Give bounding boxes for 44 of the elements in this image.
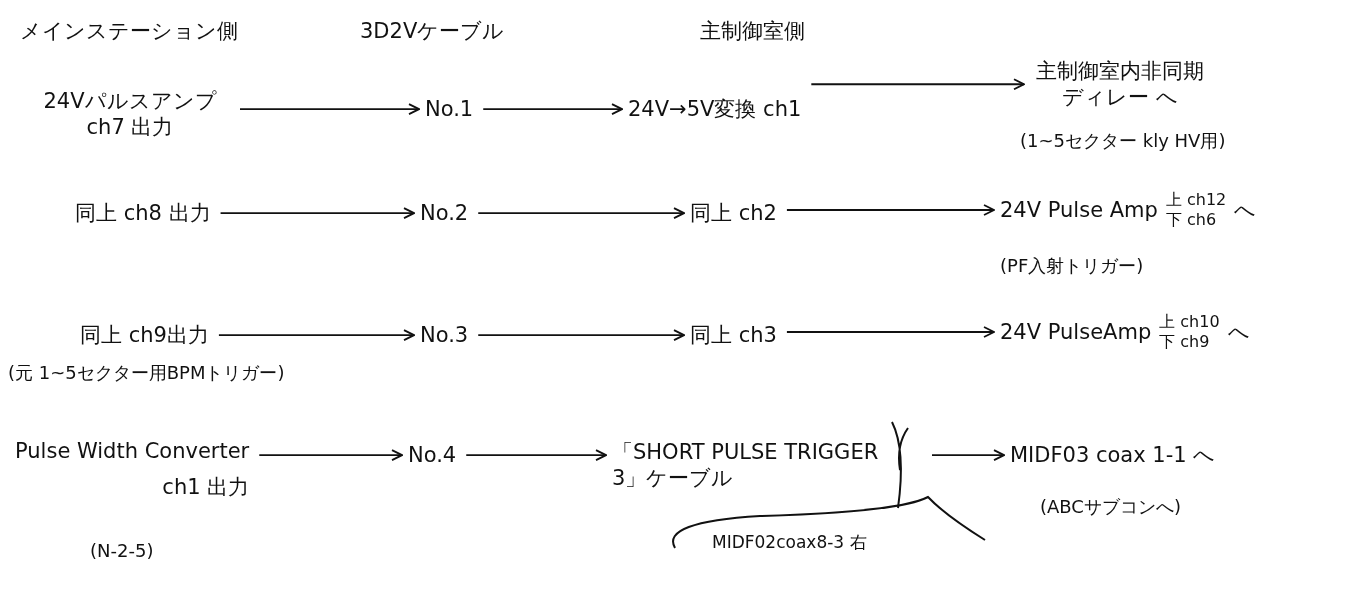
handwritten-note: 主制御室内非同期ディレー へ [1035, 58, 1205, 111]
handwritten-note: No.3 [420, 322, 469, 349]
handwritten-note: 同上 ch9出力 [80, 322, 209, 349]
handwritten-note: 24V→5V変換 ch1 [628, 96, 802, 123]
handwritten-note: 同上 ch2 [690, 200, 777, 227]
arrow [482, 103, 623, 116]
arrow [786, 204, 995, 216]
handwritten-note: 同上 ch8 出力 [75, 200, 211, 227]
arrow [258, 449, 403, 462]
arrow [465, 449, 607, 462]
bracket-label: MIDF02coax8-3 右 [712, 532, 867, 554]
arrow [477, 329, 685, 342]
handwritten-note: No.2 [420, 200, 469, 227]
handwritten-note: 「SHORT PULSE TRIGGER 3」ケーブル [612, 438, 880, 492]
side-note: (1~5セクター kly HV用) [1020, 130, 1226, 153]
side-note: (元 1~5セクター用BPMトリガー) [8, 362, 285, 385]
arrow [218, 329, 415, 342]
handwritten-note: ch1 出力 [162, 474, 250, 501]
handwritten-note: へ [1234, 196, 1257, 224]
arrow [219, 207, 415, 220]
handwritten-note: 上 ch12 [1165, 190, 1227, 210]
arrow [786, 326, 995, 338]
handwritten-note: 24V PulseAmp [1000, 318, 1152, 346]
arrow [931, 449, 1005, 462]
handwritten-note: Pulse Width Converter [15, 438, 250, 465]
handwritten-note: 同上 ch3 [690, 322, 777, 349]
side-note: (ABCサブコンへ) [1040, 496, 1181, 519]
handwritten-note: へ [1227, 318, 1250, 346]
column-heading: 主制御室側 [700, 18, 805, 45]
handwritten-note: 24V Pulse Amp [1000, 196, 1158, 224]
handwritten-note: MIDF03 coax 1-1 へ [1010, 442, 1216, 469]
handwritten-note: No.1 [425, 96, 474, 123]
column-heading: メインステーション側 [20, 18, 238, 45]
arrow [477, 207, 685, 220]
column-heading: 3D2Vケーブル [360, 18, 505, 45]
arrow [239, 103, 420, 116]
arrow [810, 78, 1025, 91]
side-note: (N-2-5) [90, 540, 154, 563]
side-note: (PF入射トリガー) [1000, 255, 1144, 278]
handwritten-note: 24Vパルスアンプ ch7 出力 [42, 88, 218, 141]
handwritten-note: No.4 [408, 442, 457, 469]
handwritten-note: 下 ch6 [1165, 210, 1217, 230]
handwritten-note: 上 ch10 [1159, 312, 1220, 332]
handwritten-note: 下 ch9 [1159, 332, 1210, 352]
